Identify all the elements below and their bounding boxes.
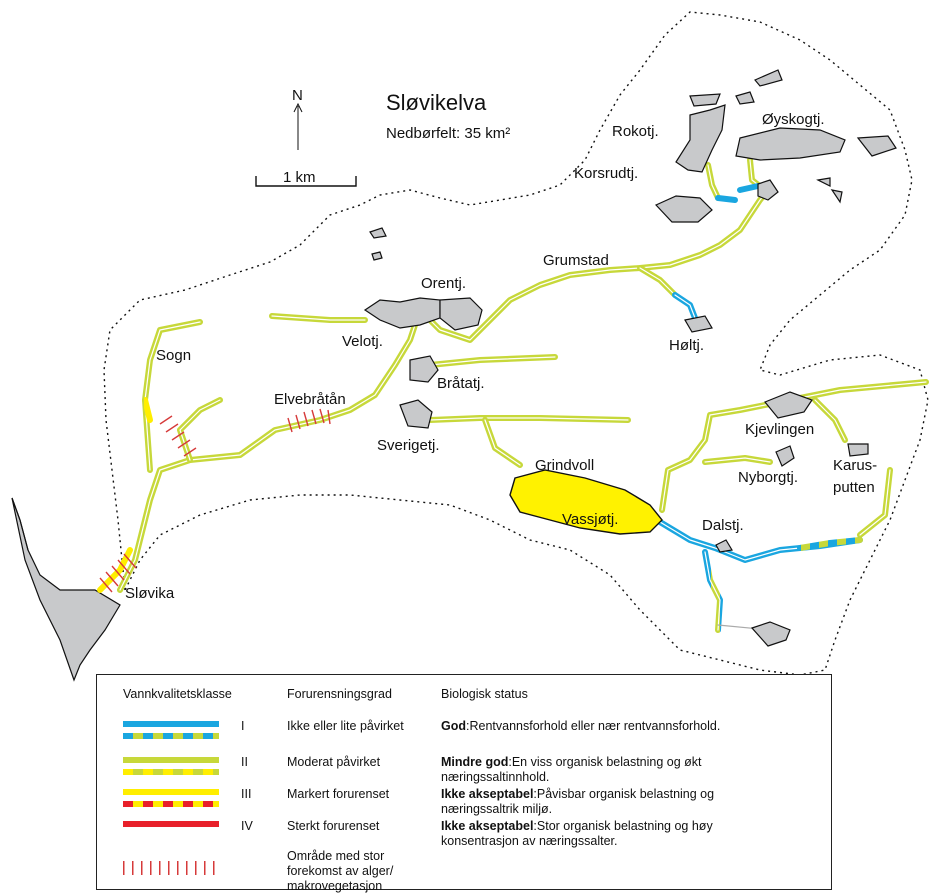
legend-status: Ikke akseptabel:Stor organisk belastning… bbox=[441, 819, 713, 848]
legend-swatch-red-yellow bbox=[123, 801, 219, 807]
lake-bottom-right bbox=[750, 621, 791, 647]
label-vassjotj: Vassjøtj. bbox=[562, 511, 618, 528]
north-arrow-head bbox=[293, 102, 303, 113]
label-karusputten-2: putten bbox=[833, 479, 875, 496]
label-bratatj: Bråtatj. bbox=[437, 375, 485, 392]
lake-small-4 bbox=[856, 135, 897, 157]
map-title: Sløvikelva bbox=[386, 90, 487, 115]
label-grumstad: Grumstad bbox=[543, 252, 609, 269]
lake-karusputten bbox=[847, 443, 869, 457]
lake-small-7 bbox=[830, 189, 843, 204]
legend-header-status: Biologisk status bbox=[441, 687, 528, 701]
legend-swatch-hatch bbox=[123, 861, 219, 875]
label-kjevlingen: Kjevlingen bbox=[745, 421, 814, 438]
label-grindvoll: Grindvoll bbox=[535, 457, 594, 474]
legend-swatch-green bbox=[123, 757, 219, 763]
legend-swatch-red bbox=[123, 821, 219, 827]
lake-small-2 bbox=[689, 93, 721, 107]
rivers-class-2 bbox=[117, 157, 929, 593]
legend-class: II bbox=[241, 755, 248, 769]
lake-holtj bbox=[684, 315, 713, 333]
lake-small-8 bbox=[369, 227, 387, 239]
lake-small-5 bbox=[757, 179, 779, 201]
label-orentj: Orentj. bbox=[421, 275, 466, 292]
legend-header-degree: Forurensningsgrad bbox=[287, 687, 392, 701]
lake-small-6 bbox=[816, 177, 831, 187]
legend-swatch-yellow-green bbox=[123, 769, 219, 775]
legend-degree: Ikke eller lite påvirket bbox=[287, 719, 404, 733]
label-holtj: Høltj. bbox=[669, 337, 704, 354]
legend-class: IV bbox=[241, 819, 253, 833]
label-velotj: Velotj. bbox=[342, 333, 383, 350]
lake-small-3 bbox=[735, 91, 755, 105]
lake-korsrudtj bbox=[654, 195, 713, 223]
legend-swatch-blue-green bbox=[123, 733, 219, 739]
label-oyskogtj: Øyskogtj. bbox=[762, 111, 825, 128]
lake-oyskogtj bbox=[735, 127, 846, 161]
legend: Vannkvalitetsklasse Forurensningsgrad Bi… bbox=[96, 674, 832, 893]
legend-degree: Markert forurenset bbox=[287, 787, 390, 801]
lake-nyborgtj bbox=[775, 445, 795, 467]
north-label: N bbox=[292, 87, 303, 104]
fjord-shore bbox=[11, 497, 29, 551]
legend-swatch-yellow bbox=[123, 789, 219, 795]
lake-small-1 bbox=[754, 69, 783, 87]
legend-class: I bbox=[241, 719, 245, 733]
catchment-boundary bbox=[103, 11, 929, 676]
rivers-class-1-2 bbox=[702, 537, 863, 633]
legend-status: Mindre god:En viss organisk belastning o… bbox=[441, 755, 702, 784]
lake-sverigetj bbox=[399, 399, 433, 429]
label-nyborgtj: Nyborgtj. bbox=[738, 469, 798, 486]
label-karusputten-1: Karus- bbox=[833, 457, 877, 474]
legend-degree: Sterkt forurenset bbox=[287, 819, 380, 833]
label-sogn: Sogn bbox=[156, 347, 191, 364]
legend-class: III bbox=[241, 787, 252, 801]
label-elvebratan: Elvebråtån bbox=[274, 391, 346, 408]
label-rokotj: Rokotj. bbox=[612, 123, 659, 140]
legend-degree: Moderat påvirket bbox=[287, 755, 381, 769]
label-slovika: Sløvika bbox=[125, 585, 175, 602]
lake-bratatj bbox=[409, 355, 439, 383]
lake-orentj bbox=[439, 297, 483, 331]
map-subtitle: Nedbørfelt: 35 km² bbox=[386, 125, 510, 142]
algae-hatches bbox=[99, 408, 331, 593]
label-korsrudtj: Korsrudtj. bbox=[574, 165, 638, 182]
scale-label: 1 km bbox=[283, 169, 316, 186]
lake-rokotj bbox=[675, 104, 726, 173]
lake-velotj bbox=[363, 297, 441, 329]
legend-header-class: Vannkvalitetsklasse bbox=[123, 687, 232, 701]
label-dalstj: Dalstj. bbox=[702, 517, 744, 534]
label-sverigetj: Sverigetj. bbox=[377, 437, 440, 454]
lake-vassjotj bbox=[509, 469, 663, 535]
legend-status: Ikke akseptabel:Påvisbar organisk belast… bbox=[441, 787, 715, 816]
fjord-water bbox=[11, 497, 121, 682]
legend-status: God:Rentvannsforhold eller nær rentvanns… bbox=[441, 719, 721, 733]
legend-swatch-blue bbox=[123, 721, 219, 727]
scale-bar bbox=[255, 176, 357, 187]
lakes bbox=[363, 69, 897, 647]
lake-kjevlingen bbox=[764, 391, 813, 419]
legend-hatch-desc: Område med stor forekomst av alger/ makr… bbox=[287, 849, 394, 893]
rivers-class-1 bbox=[657, 183, 863, 563]
lake-dalstj bbox=[715, 539, 733, 553]
lake-small-9 bbox=[371, 251, 383, 261]
